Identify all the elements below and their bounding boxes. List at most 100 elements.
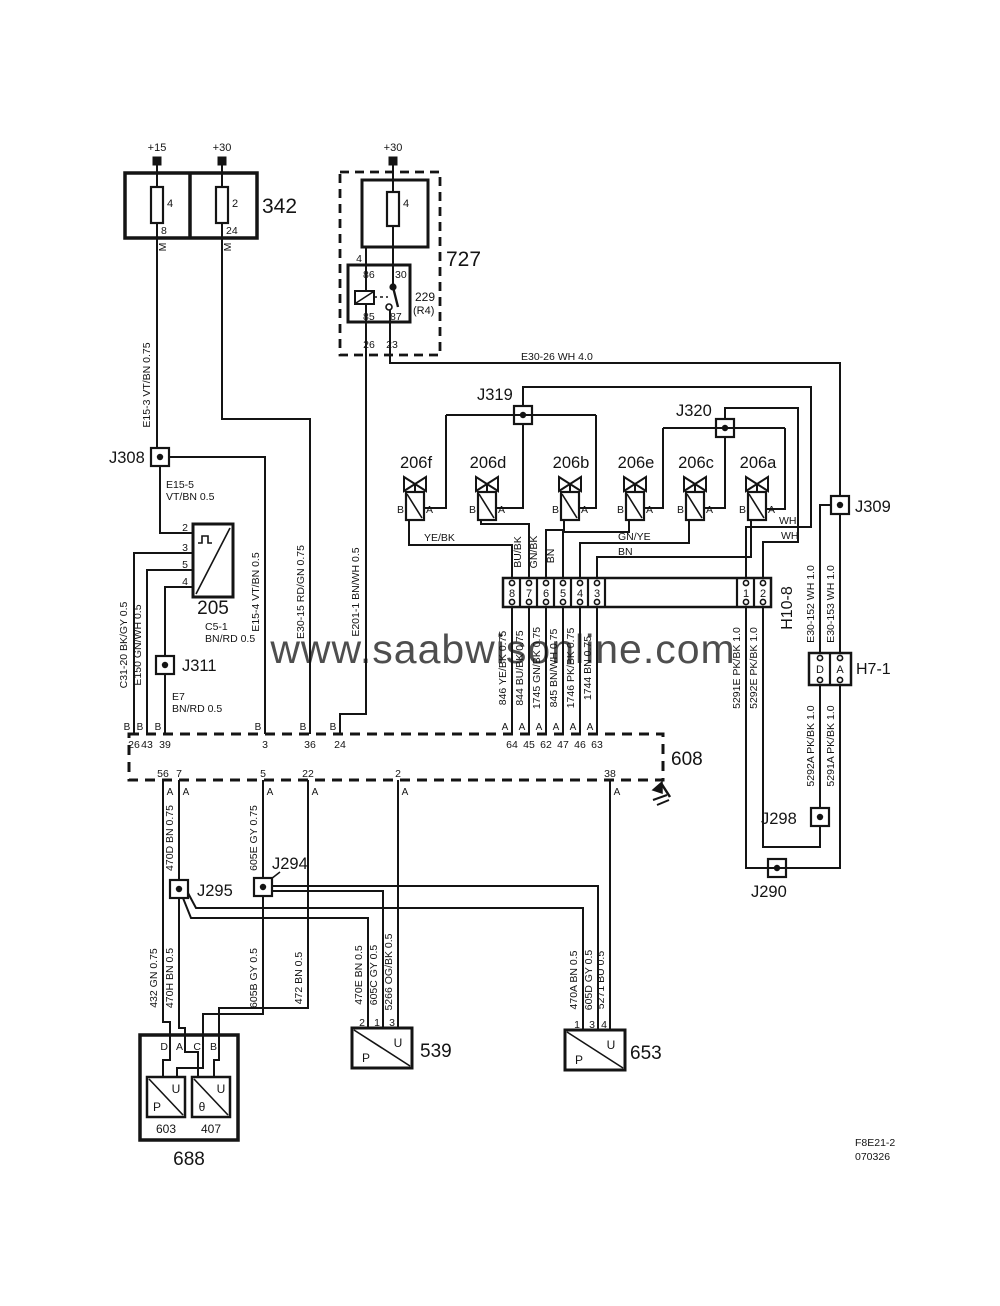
pin-608-24: 24 <box>334 739 346 751</box>
wirelabel-5291e: 5291E PK/BK 1.0 <box>731 627 743 709</box>
sym-407-u: U <box>217 1082 226 1096</box>
footer-date: 070326 <box>855 1151 890 1163</box>
pin-h10-7-top <box>525 579 533 587</box>
pinletter-b4: B <box>255 722 262 733</box>
pinletter-b3: B <box>155 722 162 733</box>
wire-206d-bubk <box>480 520 530 578</box>
wire-j319-mid <box>496 424 524 509</box>
pin-h10-4-top <box>576 579 584 587</box>
junction-j319-dot <box>519 411 527 419</box>
ground-hatch-2 <box>656 799 670 806</box>
valve-tri-206d-r <box>485 475 499 493</box>
wirelabel-846: 846 YE/BK 0.75 <box>497 631 509 706</box>
wirelabel-5292a: 5292A PK/BK 1.0 <box>805 705 817 786</box>
label-j319: J319 <box>477 386 513 404</box>
pin-342-8: 8 <box>161 225 167 237</box>
diag-206a <box>748 493 765 519</box>
pin-h10-1-bot <box>742 598 750 606</box>
wirelabel-605c: 605C GY 0.5 <box>368 945 380 1006</box>
pin-h10-1: 1 <box>743 588 749 600</box>
wirelabel-e30-26: E30-26 WH 4.0 <box>521 351 593 363</box>
pin-206f-a: A <box>426 504 433 516</box>
wirelabel-470e: 470E BN 0.5 <box>353 945 365 1005</box>
valve-tri-206f-l <box>403 475 417 493</box>
pin-h10-8-bot <box>508 598 516 606</box>
label-j295: J295 <box>197 882 233 900</box>
pin-608-3: 3 <box>262 739 268 751</box>
pin-608-2: 2 <box>395 768 401 780</box>
label-j309: J309 <box>855 498 891 516</box>
wirelabel-e15-5a: E15-5 <box>166 479 194 491</box>
junction-j290 <box>766 857 788 879</box>
junction-j294 <box>252 876 274 898</box>
wirelabel-bn-v: BN <box>545 549 557 564</box>
pin-h10-4-bot <box>576 598 584 606</box>
wirelabel-470d: 470D BN 0.75 <box>164 805 176 871</box>
wire-j319-left <box>424 415 447 509</box>
wire-472 <box>218 780 309 1035</box>
diag-603 <box>148 1078 184 1116</box>
pinletter-b2: B <box>137 722 144 733</box>
wire-5291 <box>745 607 841 869</box>
wire-j320-right <box>766 428 786 510</box>
label-h7-1: H7-1 <box>856 661 891 678</box>
pin-205-3: 3 <box>182 542 188 554</box>
junction-j298-dot <box>816 813 824 821</box>
pinletter-a4: A <box>553 722 560 733</box>
wirelabel-e15-4: E15-4 VT/BN 0.5 <box>250 552 262 632</box>
pulse-205 <box>198 535 212 544</box>
wirelabel-yebk: YE/BK <box>424 532 455 544</box>
junction-j298 <box>809 806 831 828</box>
junction-j308-dot <box>156 453 164 461</box>
sensor-603 <box>145 1075 187 1119</box>
pin-608-38: 38 <box>604 768 616 780</box>
wire-688-b <box>213 1035 220 1077</box>
label-603: 603 <box>156 1122 176 1136</box>
label-206f: 206f <box>400 454 433 472</box>
wire-j319-right <box>579 415 597 509</box>
pin-727-4: 4 <box>356 253 362 265</box>
pin-h10-8-top <box>508 579 516 587</box>
pin-h10-3-top <box>593 579 601 587</box>
pinletter-a11: A <box>402 787 409 798</box>
pin-688-d: D <box>160 1041 168 1053</box>
wire-432 <box>162 780 171 1035</box>
wire-e201-1 <box>339 304 367 734</box>
valve-tri-206d-l <box>475 475 489 493</box>
wirelabel-bubk: BU/BK <box>512 536 524 568</box>
pin-206d-a: A <box>498 504 505 516</box>
pin-206a-b: B <box>739 504 746 516</box>
wire-206a-bn <box>596 520 752 578</box>
wirelabel-bn-h: BN <box>618 546 633 558</box>
sym-539-u: U <box>394 1036 403 1050</box>
pin-539-2: 2 <box>359 1017 365 1029</box>
label-plus30-b: +30 <box>384 142 403 154</box>
wirelabel-e7a: E7 <box>172 691 185 703</box>
valve-tri-206f-r <box>413 475 427 493</box>
pin-688-c: C <box>193 1041 201 1053</box>
pin-relay-30: 30 <box>395 269 407 281</box>
pin-206e-a: A <box>646 504 653 516</box>
pin-h10-5-bot <box>559 598 567 606</box>
diag-407 <box>193 1078 229 1116</box>
label-727: 727 <box>446 248 481 271</box>
label-229: 229 <box>415 290 435 304</box>
pin-relay-86: 86 <box>363 269 375 281</box>
wire-470e <box>182 897 369 1028</box>
valve-tri-206a-r <box>755 475 769 493</box>
pin-h10-6-bot <box>542 598 550 606</box>
wire-206e-bn <box>562 520 630 578</box>
label-j294: J294 <box>272 855 308 873</box>
wirelabel-gnbk: GN/BK <box>528 536 540 569</box>
wirelabel-e30-152: E30-152 WH 1.0 <box>805 565 817 643</box>
pinletter-a2: A <box>519 722 526 733</box>
pinletter-b5: B <box>300 722 307 733</box>
wirelabel-605b: 605B GY 0.5 <box>248 948 260 1008</box>
label-206a: 206a <box>740 454 778 472</box>
pin-206d-b: B <box>469 504 476 516</box>
wirelabel-844: 844 BU/BK 0.75 <box>514 630 526 705</box>
wire-c5-1 <box>164 586 193 656</box>
pinletter-a9: A <box>267 787 274 798</box>
pin-h7-d-bot <box>816 676 824 684</box>
